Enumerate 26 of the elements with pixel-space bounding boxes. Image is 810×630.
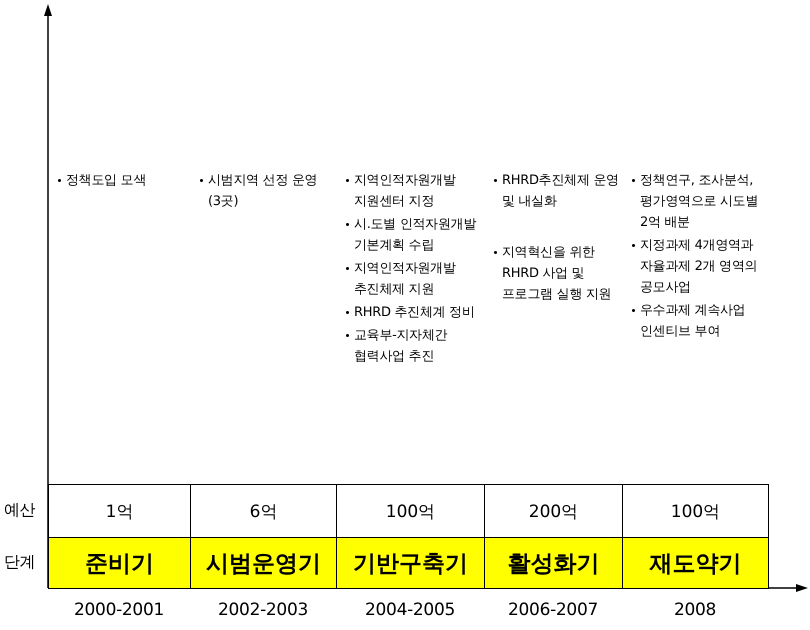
year-label: 2000-2001 — [73, 600, 165, 621]
bullet-text: 교육부-지자체간 협력사업 추진 — [354, 327, 448, 366]
year-label: 2006-2007 — [507, 600, 599, 621]
year-label: 2008 — [672, 600, 718, 621]
bullet-text: 시범지역 선정 운영(3곳) — [208, 172, 318, 211]
budget-cell: 1억 — [48, 484, 191, 538]
bullet-text: 지역혁신을 위한 RHRD 사업 및 프로그램 실행 지원 — [502, 244, 612, 304]
bullet-text: 시.도별 인적자원개발 기본계획 수립 — [354, 216, 478, 255]
bullet-text: 정책도입 모색 — [66, 172, 148, 190]
bullet-text: 지정과제 4개영역과 자율과제 2개 영역의 공모사업 — [640, 237, 758, 297]
bullet-text: 우수과제 계속사업 인센티브 부여 — [640, 302, 746, 341]
bullet-text: 지역인적자원개발 추진체제 지원 — [354, 260, 457, 299]
row-label: 단계 — [4, 551, 36, 572]
bullet-text: RHRD 추진체계 정비 — [354, 304, 476, 322]
phase-cell: 기반구축기 — [336, 537, 485, 589]
bullet-text: 지역인적자원개발 지원센터 지정 — [354, 172, 457, 211]
row-label: 예산 — [4, 499, 36, 520]
year-label: 2002-2003 — [217, 600, 309, 621]
year-label: 2004-2005 — [364, 600, 456, 621]
phase-cell: 활성화기 — [484, 537, 623, 589]
budget-cell: 100억 — [622, 484, 769, 538]
phase-cell: 재도약기 — [622, 537, 769, 589]
bullet-text: RHRD추진체제 운영 및 내실화 — [502, 172, 620, 211]
phase-cell: 준비기 — [48, 537, 191, 589]
bullet-text: 정책연구, 조사분석, 평가영역으로 시도별 2억 배분 — [640, 172, 760, 232]
phase-cell: 시범운영기 — [190, 537, 337, 589]
